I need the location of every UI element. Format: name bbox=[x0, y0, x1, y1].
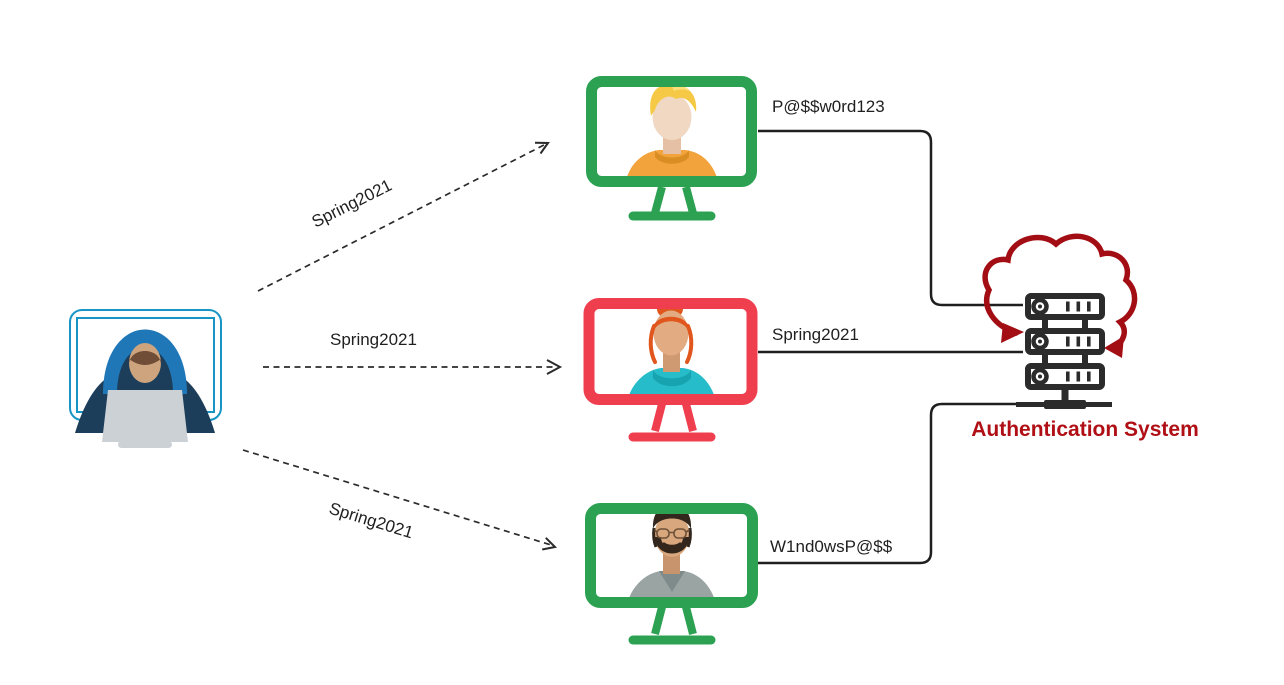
user-avatar-1-icon bbox=[624, 87, 720, 176]
cloud-arrowhead-right bbox=[1104, 336, 1124, 358]
connector-line-1 bbox=[758, 129, 1023, 307]
server-leds bbox=[1016, 301, 1112, 409]
victim-password-label-2: Spring2021 bbox=[772, 325, 859, 344]
spray-arrows bbox=[242, 141, 563, 551]
spray-password-label-2: Spring2021 bbox=[330, 330, 417, 349]
hacker-figure bbox=[75, 329, 215, 448]
auth-system-title: Authentication System bbox=[971, 418, 1199, 441]
victim-password-label-1: P@$$w0rd123 bbox=[772, 97, 885, 116]
spray-arrow-1 bbox=[257, 141, 550, 292]
user-avatar-2-icon bbox=[626, 309, 717, 394]
connector-lines bbox=[758, 129, 1023, 565]
spray-arrow-3 bbox=[242, 449, 558, 551]
victim-password-label-3: W1nd0wsP@$$ bbox=[770, 537, 893, 556]
cloud-arrowhead-left bbox=[1001, 323, 1024, 343]
user-avatar-3-icon bbox=[626, 514, 717, 597]
cloud-sync-icon bbox=[982, 233, 1138, 358]
glasses-icon bbox=[654, 528, 690, 539]
hacker-icon bbox=[69, 309, 222, 448]
spray-arrow-2 bbox=[263, 359, 563, 375]
connector-line-3 bbox=[758, 402, 1017, 565]
server-icon bbox=[1016, 293, 1112, 409]
